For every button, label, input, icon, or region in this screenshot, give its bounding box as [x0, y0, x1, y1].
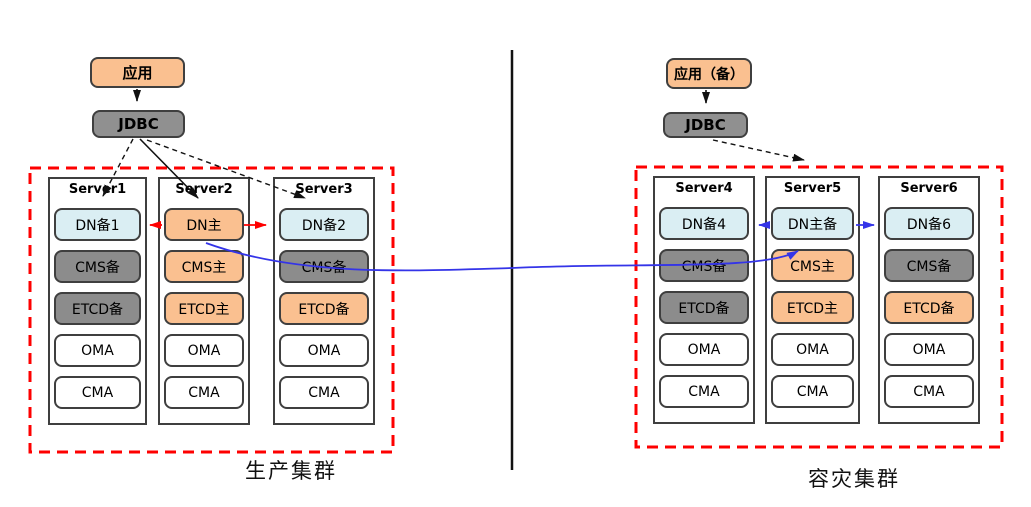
server1-dn-component: DN备1	[54, 208, 141, 241]
server3-etcd-component: ETCD备	[279, 292, 369, 325]
server5-dn-component: DN主备	[771, 207, 854, 240]
server6-oma-component: OMA	[884, 333, 974, 366]
server-name: Server5	[783, 181, 842, 196]
server4-cma-component: CMA	[659, 375, 749, 408]
server4-dn-component: DN备4	[659, 207, 749, 240]
app-box-dr: 应用（备）	[666, 58, 752, 89]
server4-etcd-component: ETCD备	[659, 291, 749, 324]
server3-cms-component: CMS备	[279, 250, 369, 283]
server-name: Server6	[900, 181, 958, 196]
jdbc-box-production: JDBC	[92, 110, 185, 138]
jdbc-box-dr: JDBC	[663, 112, 748, 138]
server6-dn-component: DN备6	[884, 207, 974, 240]
production-cluster-label: 生产集群	[245, 459, 337, 483]
server2-cms-component: CMS主	[164, 250, 244, 283]
server6-cms-component: CMS备	[884, 249, 974, 282]
server2-dn-component: DN主	[164, 208, 244, 241]
server3-cma-component: CMA	[279, 376, 369, 409]
server3-dn-component: DN备2	[279, 208, 369, 241]
server-box-3: Server3 DN备2 CMS备 ETCD备 OMA CMA	[273, 177, 375, 425]
server2-oma-component: OMA	[164, 334, 244, 367]
server2-etcd-component: ETCD主	[164, 292, 244, 325]
app-box-production: 应用	[90, 57, 185, 88]
server-box-1: Server1 DN备1 CMS备 ETCD备 OMA CMA	[48, 177, 147, 425]
server1-cms-component: CMS备	[54, 250, 141, 283]
server5-cms-component: CMS主	[771, 249, 854, 282]
dr-cluster-label: 容灾集群	[808, 467, 900, 491]
server2-cma-component: CMA	[164, 376, 244, 409]
server-box-6: Server6 DN备6 CMS备 ETCD备 OMA CMA	[878, 176, 980, 424]
server5-cma-component: CMA	[771, 375, 854, 408]
server6-etcd-component: ETCD备	[884, 291, 974, 324]
server4-cms-component: CMS备	[659, 249, 749, 282]
server1-etcd-component: ETCD备	[54, 292, 141, 325]
server-name: Server3	[295, 182, 353, 197]
server5-etcd-component: ETCD主	[771, 291, 854, 324]
server-name: Server2	[175, 182, 233, 197]
jdbc-to-server5-dashed-arrow	[712, 139, 805, 162]
server3-oma-component: OMA	[279, 334, 369, 367]
server-box-2: Server2 DN主 CMS主 ETCD主 OMA CMA	[158, 177, 250, 425]
server6-cma-component: CMA	[884, 375, 974, 408]
server1-oma-component: OMA	[54, 334, 141, 367]
server1-cma-component: CMA	[54, 376, 141, 409]
server-box-4: Server4 DN备4 CMS备 ETCD备 OMA CMA	[653, 176, 755, 424]
server-box-5: Server5 DN主备 CMS主 ETCD主 OMA CMA	[765, 176, 860, 424]
server5-oma-component: OMA	[771, 333, 854, 366]
server-name: Server1	[68, 182, 127, 197]
server4-oma-component: OMA	[659, 333, 749, 366]
server-name: Server4	[675, 181, 733, 196]
